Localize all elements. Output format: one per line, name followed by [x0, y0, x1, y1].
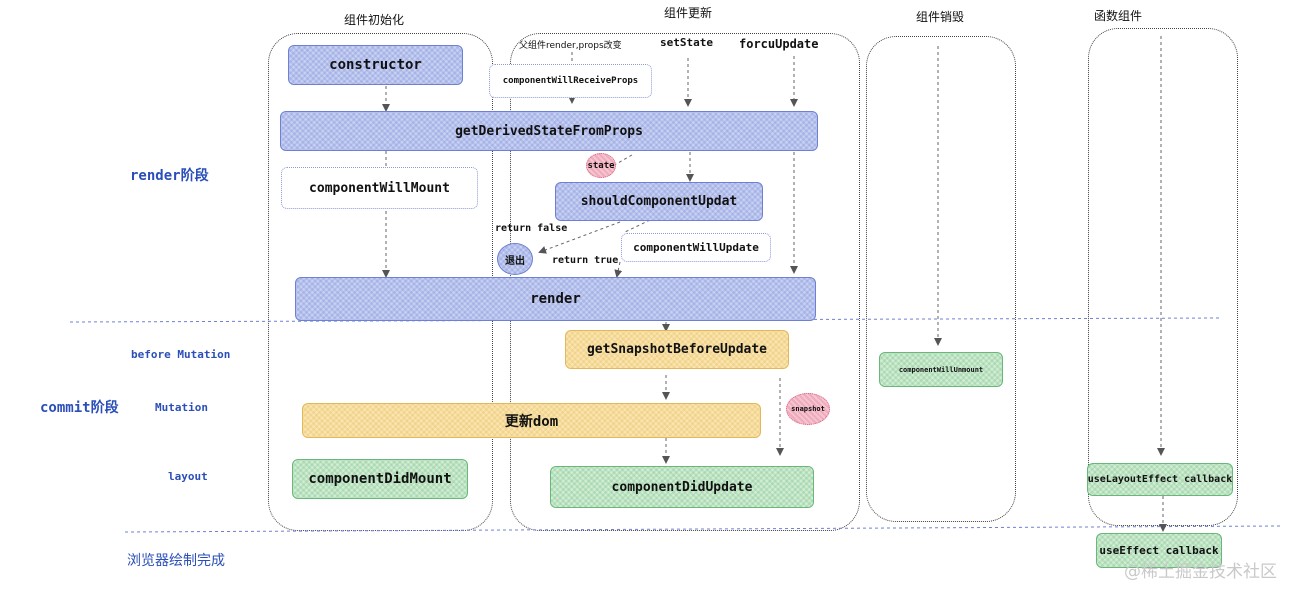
node-component-will-update: componentWillUpdate [621, 233, 771, 262]
header-unmount: 组件销毁 [916, 10, 965, 24]
node-get-derived-state-from-props: getDerivedStateFromProps [280, 111, 818, 151]
label-return-true: return true [552, 255, 619, 266]
node-component-did-mount: componentDidMount [292, 459, 468, 499]
phase-mutation: Mutation [155, 401, 208, 414]
header-func: 函数组件 [1094, 9, 1143, 23]
node-use-layout-effect: useLayoutEffect callback [1087, 463, 1233, 496]
phase-before-mutation: before Mutation [131, 348, 231, 361]
node-update-dom: 更新dom [302, 403, 761, 438]
trigger-force-update: forcuUpdate [739, 37, 819, 51]
node-component-did-update: componentDidUpdate [550, 466, 814, 508]
node-use-effect: useEffect callback [1096, 533, 1222, 568]
node-should-component-update: shouldComponentUpdat [555, 182, 763, 221]
trigger-parent-render: 父组件render,props改变 [519, 41, 622, 51]
phase-commit: commit阶段 [40, 400, 119, 416]
unmount-column [866, 36, 1016, 522]
phase-render: render阶段 [130, 168, 209, 184]
node-component-will-receive-props: componentWillReceiveProps [489, 64, 652, 98]
header-update: 组件更新 [664, 6, 713, 20]
node-constructor: constructor [288, 45, 463, 85]
label-snapshot: snapshot [786, 393, 830, 425]
label-state: state [586, 153, 616, 178]
node-component-will-mount: componentWillMount [281, 167, 478, 209]
node-get-snapshot-before-update: getSnapshotBeforeUpdate [565, 330, 789, 369]
header-init: 组件初始化 [344, 13, 405, 27]
phase-layout: layout [168, 470, 208, 483]
node-exit: 退出 [497, 243, 533, 275]
node-render: render [295, 277, 816, 321]
phase-browser-done: 浏览器绘制完成 [127, 553, 225, 569]
label-return-false: return false [495, 223, 568, 234]
node-component-will-unmount: componentWillUnmount [879, 352, 1003, 387]
watermark: @稀土掘金技术社区 [1124, 562, 1277, 582]
trigger-set-state: setState [660, 36, 713, 49]
